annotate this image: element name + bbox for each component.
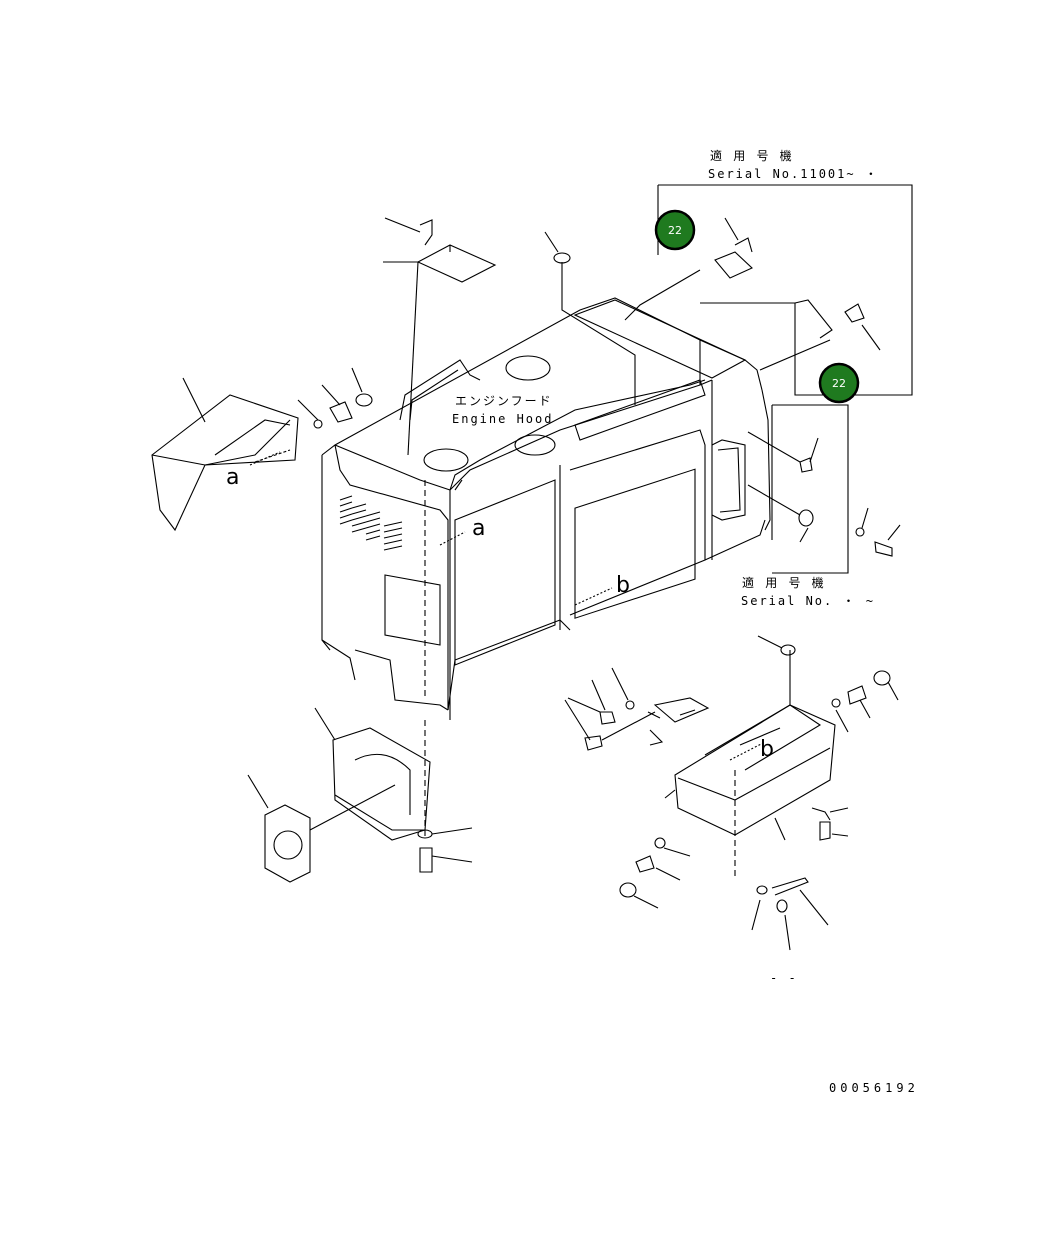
serial-top-jp: 適 用 号 機	[710, 148, 794, 163]
serial-bottom-jp: 適 用 号 機	[742, 575, 826, 590]
drawing-number: 00056192	[829, 1081, 919, 1095]
callout-b-body: b	[616, 573, 630, 598]
callout-b-cover: b	[760, 737, 774, 762]
callout-arrows	[249, 451, 766, 761]
reference-badge-label: 22	[668, 224, 682, 237]
serial-top-en: Serial No.11001~ ・	[708, 167, 879, 181]
top-cap	[544, 231, 636, 405]
serial-bottom-en: Serial No. ・ ~	[741, 594, 875, 608]
reference-badge-label: 22	[832, 377, 846, 390]
left-side-cover	[151, 367, 373, 532]
small-mark: - -	[770, 971, 798, 985]
bottom-duct	[247, 707, 473, 883]
top-cover-plate	[383, 217, 497, 456]
part-name-en: Engine Hood	[452, 412, 553, 426]
callout-a-left: a	[226, 465, 239, 490]
part-name-jp: エンジンフード	[455, 394, 553, 408]
reference-badge[interactable]: 22	[654, 209, 696, 251]
reference-badge[interactable]: 22	[818, 362, 860, 404]
reference-badge-circle	[654, 209, 696, 251]
engine-hood-body	[321, 297, 771, 880]
bottom-right-cover	[564, 635, 899, 951]
serial-bottom-box	[747, 404, 901, 574]
callout-a-body: a	[472, 516, 485, 541]
reference-badge-circle	[818, 362, 860, 404]
